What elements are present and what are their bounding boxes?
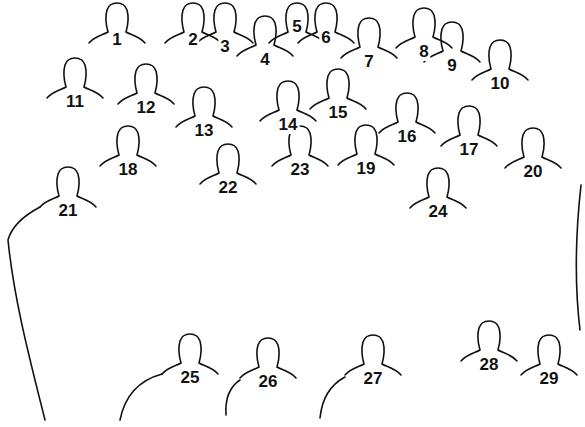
callout-number: 7 <box>362 53 375 71</box>
callout-number: 14 <box>277 116 300 134</box>
callout-number: 4 <box>258 51 271 69</box>
callout-number: 22 <box>217 179 240 197</box>
callout-number: 13 <box>193 122 216 140</box>
callout-number: 21 <box>57 202 80 220</box>
callout-number: 11 <box>64 93 86 111</box>
callout-number: 12 <box>135 99 158 117</box>
callout-number: 23 <box>289 161 312 179</box>
callout-number: 27 <box>362 370 385 388</box>
callout-number: 26 <box>257 373 280 391</box>
callout-number: 16 <box>396 128 419 146</box>
callout-number: 28 <box>478 356 501 374</box>
callout-number: 24 <box>427 203 450 221</box>
callout-number: 20 <box>522 163 545 181</box>
callout-number: 18 <box>117 161 140 179</box>
body-outlines <box>8 185 581 420</box>
person-outlines <box>40 3 577 378</box>
callout-number: 1 <box>110 31 123 49</box>
callout-number: 29 <box>538 370 561 388</box>
callout-number: 15 <box>327 104 350 122</box>
callout-number: 9 <box>445 57 458 75</box>
callout-number: 6 <box>319 29 332 47</box>
callout-number: 19 <box>355 160 378 178</box>
callout-number: 25 <box>179 369 202 387</box>
callout-number: 3 <box>218 38 231 56</box>
callout-number: 8 <box>417 43 430 61</box>
callout-number: 5 <box>290 18 303 36</box>
callout-number: 10 <box>489 75 512 93</box>
callout-number: 17 <box>458 141 481 159</box>
callout-number: 2 <box>186 31 199 49</box>
